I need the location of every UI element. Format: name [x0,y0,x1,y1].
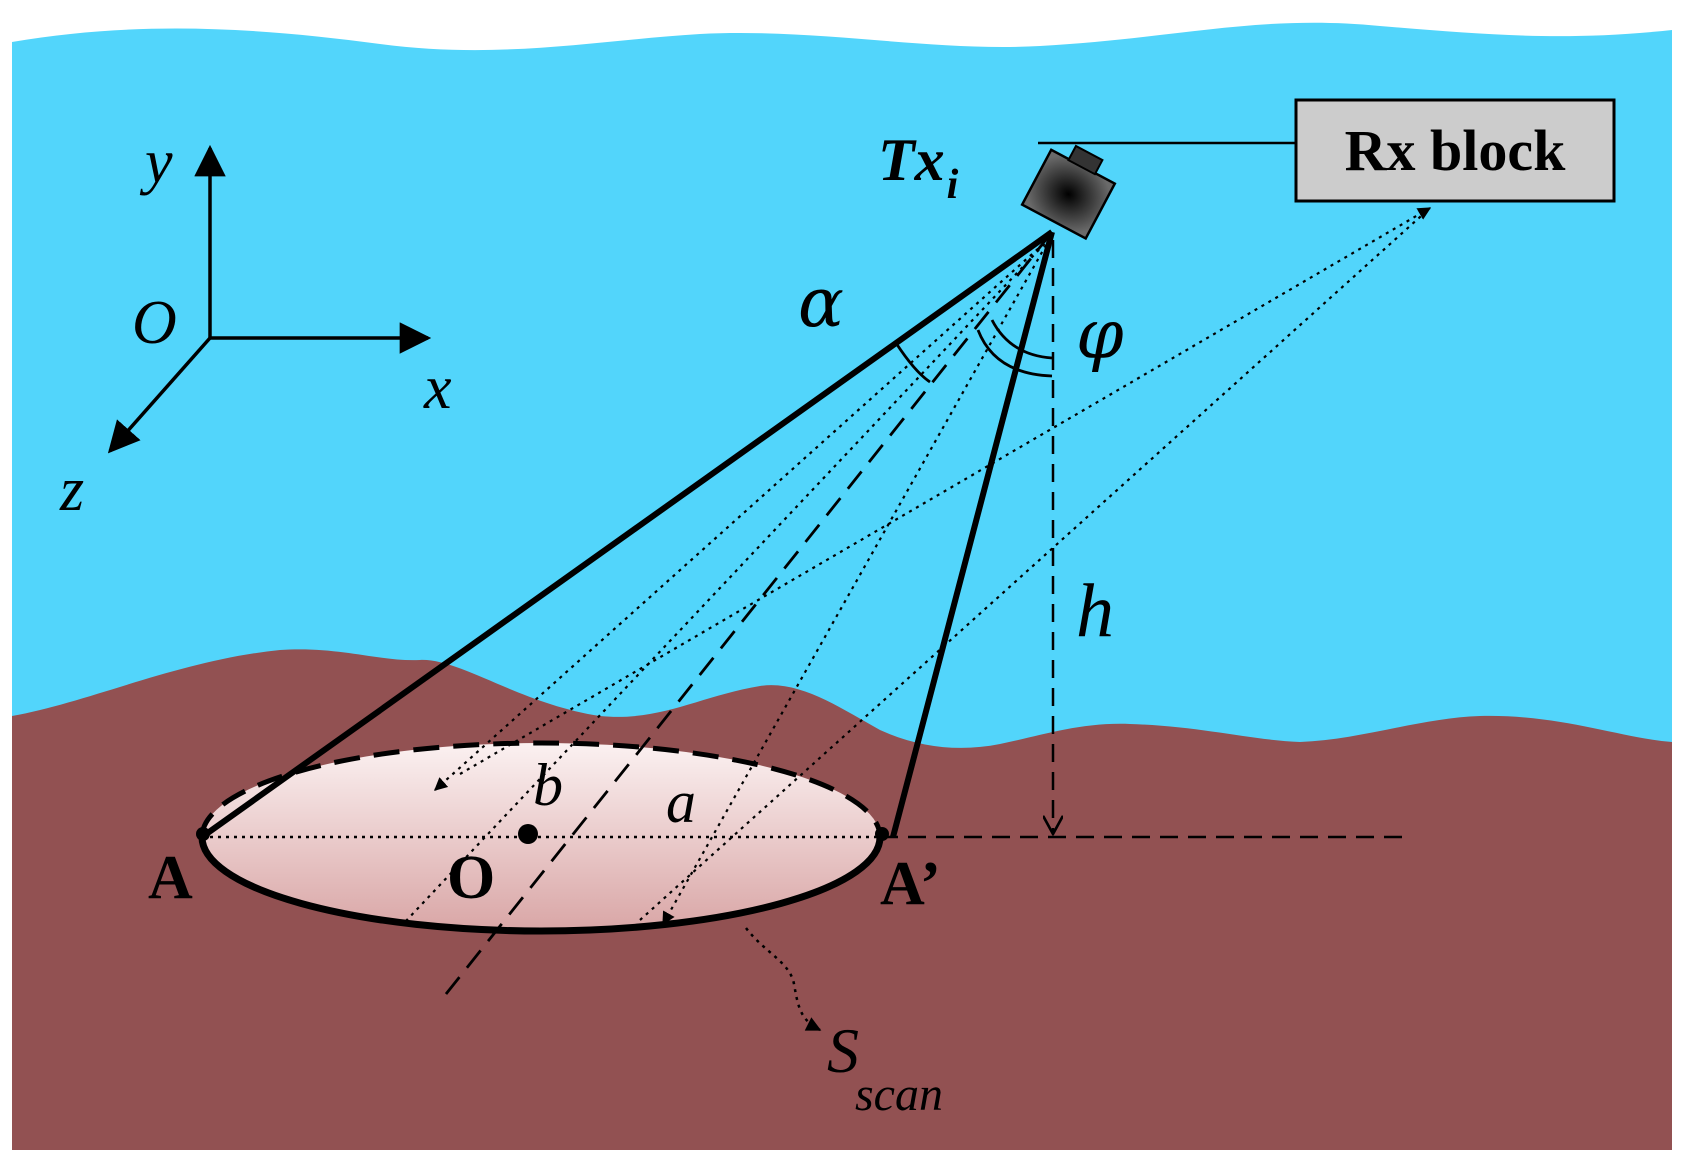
z-axis [107,336,212,454]
point-a-prime-marker [875,827,889,841]
phi-label: φ [1076,296,1124,375]
tx-label-main: Tx [878,127,945,193]
alpha-angle-arc [894,342,931,384]
beam-edge-right [890,231,1055,838]
alpha-label: α [798,264,844,343]
footprint-near-edge [198,836,884,935]
phi-angle-arc-outer [976,329,1053,378]
semi-minor-label: b [533,752,563,818]
point-a-marker [196,827,210,841]
axis-x-label: x [423,354,452,422]
height-label: h [1076,569,1114,653]
tx-ray-3 [662,237,1051,926]
center-label: O [447,844,495,912]
echo-ray-2 [639,207,1431,921]
center-point-marker [518,824,538,844]
footprint-far-edge [199,740,883,838]
tx-label: Txi [878,127,959,208]
rx-block: Rx block [1294,98,1616,203]
transmitter [1020,141,1296,241]
echo-ray-1 [459,207,1432,775]
scan-area-label-main: S [827,1015,859,1086]
rx-block-box [1294,98,1616,203]
beam-center-axis [444,231,1054,995]
tx-ray-1 [434,237,1051,791]
point-a-prime-label: A’ [880,850,941,918]
semi-major-label: a [666,769,696,835]
scan-area-label-sub: scan [855,1068,943,1121]
scan-area-pointer [745,927,822,1032]
origin-label: O [132,289,177,357]
beam-edge-left [200,229,1054,840]
transducer-icon [1020,144,1117,241]
axis-y-label: y [139,128,173,196]
point-a-label: A [148,844,193,912]
tx-label-sub: i [947,162,959,208]
rx-block-label: Rx block [1345,118,1567,183]
phi-angle-arc-inner [990,319,1053,360]
axis-z-label: z [59,456,84,524]
coordinate-axes [107,144,432,454]
